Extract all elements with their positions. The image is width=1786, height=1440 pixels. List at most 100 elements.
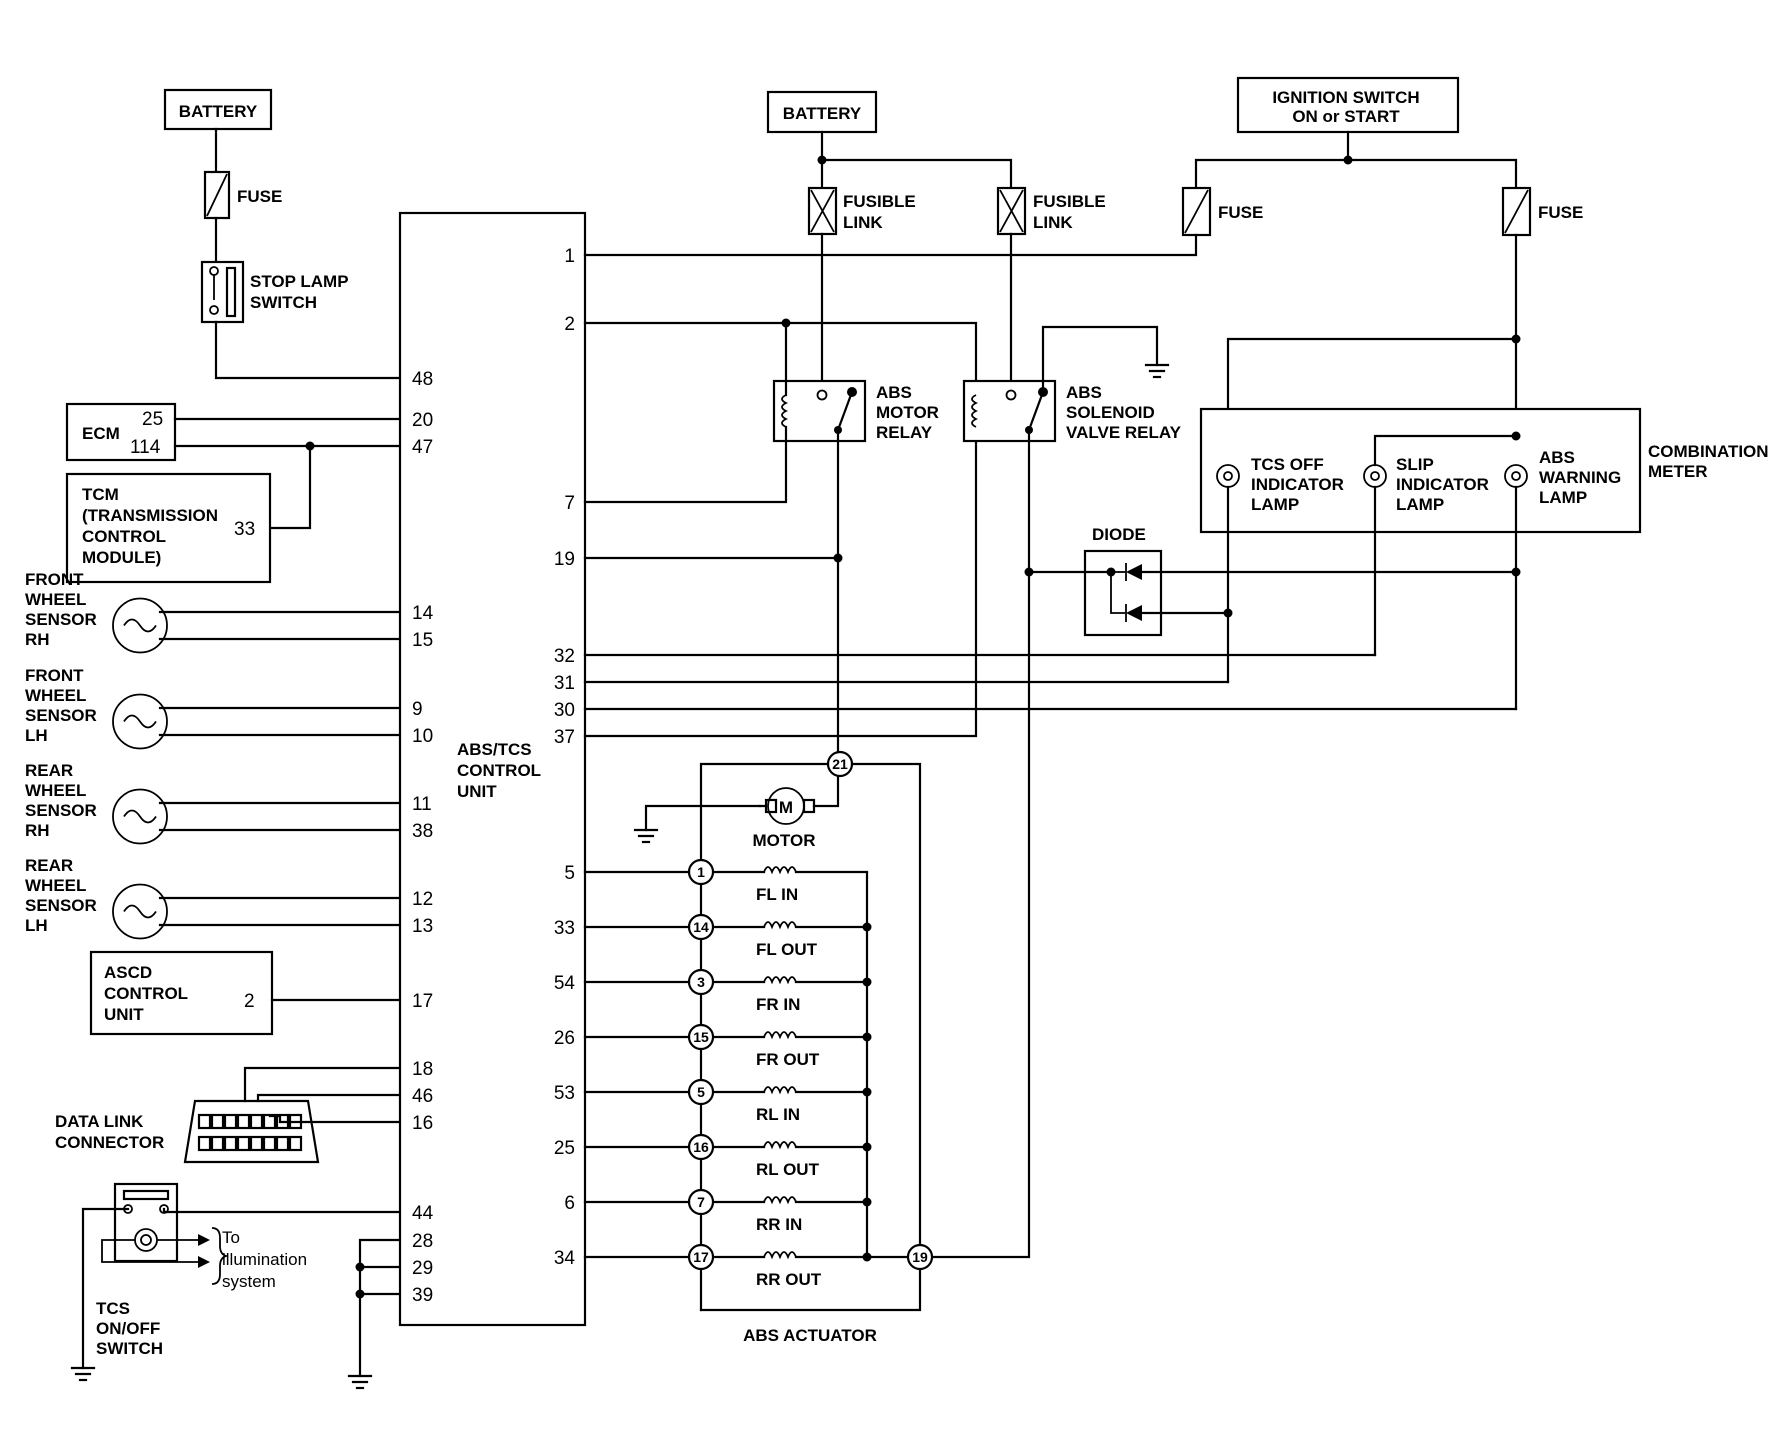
svg-text:ECM: ECM xyxy=(82,424,120,443)
svg-text:RR IN: RR IN xyxy=(756,1215,802,1234)
motor: M MOTOR xyxy=(753,787,816,850)
svg-text:SWITCH: SWITCH xyxy=(250,293,317,312)
svg-text:1: 1 xyxy=(697,864,705,880)
right-pin-6: 30 xyxy=(554,700,575,721)
dlc-pin xyxy=(249,1113,264,1130)
right-pin-13: 25 xyxy=(554,1138,575,1159)
dlc-pin xyxy=(249,1135,264,1152)
valve-rl-out: 16 RL OUT xyxy=(583,1133,872,1179)
sensor-label-line: FRONT xyxy=(25,666,84,685)
svg-text:To: To xyxy=(222,1228,240,1247)
ecm-box: ECM 25 114 xyxy=(65,402,177,462)
ground-motor xyxy=(633,828,659,844)
dlc-pin xyxy=(236,1113,251,1130)
svg-text:MOTOR: MOTOR xyxy=(753,831,816,850)
svg-text:BATTERY: BATTERY xyxy=(783,104,862,123)
svg-text:5: 5 xyxy=(697,1084,705,1100)
svg-text:IGNITION SWITCH: IGNITION SWITCH xyxy=(1272,88,1419,107)
svg-text:TCM: TCM xyxy=(82,485,119,504)
valve-rr-in: 7 RR IN xyxy=(583,1188,872,1234)
left-pin-9: 12 xyxy=(412,889,433,910)
left-pin-3: 14 xyxy=(412,603,434,624)
tcm-box: TCM (TRANSMISSION CONTROL MODULE) 33 xyxy=(65,472,272,584)
svg-text:CONTROL: CONTROL xyxy=(104,984,188,1003)
svg-text:25: 25 xyxy=(142,409,163,430)
svg-text:CONTROL: CONTROL xyxy=(82,527,166,546)
dlc-pin xyxy=(236,1135,251,1152)
svg-text:3: 3 xyxy=(697,974,705,990)
battery-left: BATTERY xyxy=(163,88,273,131)
right-pin-4: 32 xyxy=(554,646,575,667)
svg-text:2: 2 xyxy=(244,991,255,1012)
sensor-label-line: WHEEL xyxy=(25,876,86,895)
left-pin-1: 20 xyxy=(412,410,433,431)
left-pin-5: 9 xyxy=(412,699,423,720)
svg-text:FR OUT: FR OUT xyxy=(756,1050,820,1069)
svg-text:LAMP: LAMP xyxy=(1539,488,1587,507)
svg-text:7: 7 xyxy=(697,1194,705,1210)
fuse-stop-lamp: FUSE xyxy=(203,170,282,220)
svg-text:UNIT: UNIT xyxy=(104,1005,144,1024)
svg-text:ABS: ABS xyxy=(1539,448,1575,467)
stop-lamp-switch: STOP LAMP SWITCH xyxy=(200,260,349,324)
svg-text:LINK: LINK xyxy=(1033,213,1073,232)
left-pin-12: 18 xyxy=(412,1059,433,1080)
svg-text:SLIP: SLIP xyxy=(1396,455,1434,474)
svg-text:FUSIBLE: FUSIBLE xyxy=(843,192,916,211)
ignition-switch: IGNITION SWITCH ON or START xyxy=(1236,76,1460,134)
sensor-label-line: WHEEL xyxy=(25,686,86,705)
battery-right: BATTERY xyxy=(766,90,878,134)
left-pin-10: 13 xyxy=(412,916,433,937)
svg-text:16: 16 xyxy=(693,1139,709,1155)
dlc-pin xyxy=(275,1135,290,1152)
right-pin-8: 5 xyxy=(564,863,575,884)
svg-text:114: 114 xyxy=(130,437,161,458)
dlc-pin xyxy=(197,1135,212,1152)
svg-text:RR OUT: RR OUT xyxy=(756,1270,822,1289)
svg-text:FUSE: FUSE xyxy=(1538,203,1583,222)
abs-warning-lamp: ABS WARNING LAMP xyxy=(1504,448,1621,507)
left-pin-8: 38 xyxy=(412,821,433,842)
sensor-label-line: SENSOR xyxy=(25,801,97,820)
abs-tcs-control-unit: ABS/TCS CONTROL UNIT xyxy=(398,211,587,1327)
sensor-label-line: LH xyxy=(25,726,48,745)
svg-text:ABS: ABS xyxy=(1066,383,1102,402)
svg-text:VALVE RELAY: VALVE RELAY xyxy=(1066,423,1182,442)
sensor-label-line: REAR xyxy=(25,856,73,875)
svg-text:UNIT: UNIT xyxy=(457,782,497,801)
sensor-label-line: WHEEL xyxy=(25,590,86,609)
svg-text:RL OUT: RL OUT xyxy=(756,1160,820,1179)
right-pin-12: 53 xyxy=(554,1083,575,1104)
left-pin-17: 29 xyxy=(412,1258,433,1279)
svg-text:ASCD: ASCD xyxy=(104,963,152,982)
right-pin-10: 54 xyxy=(554,973,576,994)
svg-text:LINK: LINK xyxy=(843,213,883,232)
ground-pins-28-29-39 xyxy=(347,1374,373,1390)
sensor-label-line: SENSOR xyxy=(25,706,97,725)
svg-text:RELAY: RELAY xyxy=(876,423,933,442)
svg-text:LAMP: LAMP xyxy=(1251,495,1299,514)
dlc-pin xyxy=(197,1113,212,1130)
abs-motor-relay: ABS MOTOR RELAY xyxy=(772,379,939,443)
svg-text:(TRANSMISSION: (TRANSMISSION xyxy=(82,506,218,525)
wheel-sensors: FRONTWHEELSENSORRHFRONTWHEELSENSORLHREAR… xyxy=(25,570,402,940)
svg-text:system: system xyxy=(222,1272,276,1291)
svg-text:ON or START: ON or START xyxy=(1292,107,1400,126)
right-pin-0: 1 xyxy=(564,246,575,267)
left-pin-7: 11 xyxy=(412,794,432,815)
dlc-pin xyxy=(223,1135,238,1152)
svg-text:FUSE: FUSE xyxy=(237,187,282,206)
sensor-label-line: RH xyxy=(25,630,50,649)
svg-text:RL IN: RL IN xyxy=(756,1105,800,1124)
svg-text:14: 14 xyxy=(693,919,709,935)
combination-meter: COMBINATION METER xyxy=(1199,407,1769,534)
sensor-label-line: SENSOR xyxy=(25,896,97,915)
ground-solenoid-relay xyxy=(1144,363,1170,379)
svg-text:FL IN: FL IN xyxy=(756,885,798,904)
svg-text:33: 33 xyxy=(234,519,255,540)
dlc-pin xyxy=(262,1135,277,1152)
fuse-ignition-1: FUSE xyxy=(1181,186,1263,237)
slip-indicator-lamp: SLIP INDICATOR LAMP xyxy=(1363,455,1489,514)
left-pin-15: 44 xyxy=(412,1203,434,1224)
